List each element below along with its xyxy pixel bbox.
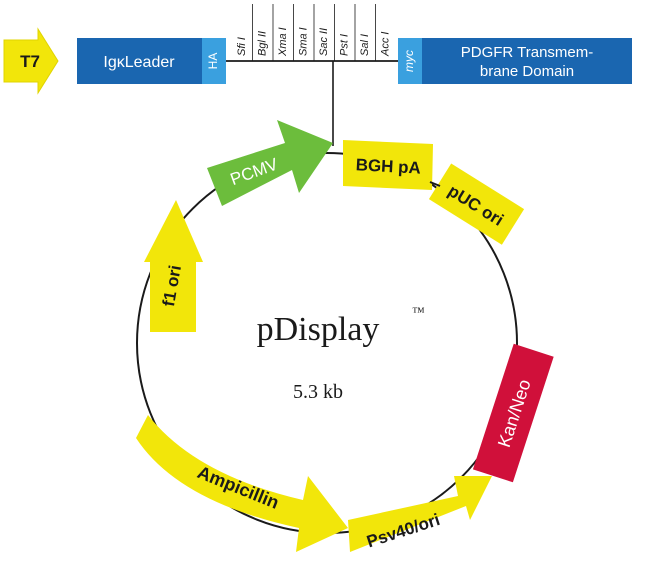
restriction-site-label: Bgl II [256,31,268,56]
trademark-symbol: ™ [412,304,425,319]
pcmv-feature: PCMV [207,120,333,206]
restriction-sites: Sfi I Bgl II Xma I Sma I Sac II Pst I Sal I Acc… [236,4,391,61]
pdgfr-tm-line2: brane Domain [480,63,574,80]
pcmv-arrow [207,120,333,206]
f1-ori-feature: f1 ori [144,200,203,332]
kan-neo-shape [472,343,554,483]
pdgfr-tm-line1: PDGFR Transmem- [461,44,594,61]
ampicillin-feature: Ampicillin [136,415,348,552]
myc-tag-box [398,38,422,84]
plasmid-name: pDisplay [257,311,380,348]
myc-tag-label: myc [402,50,416,72]
restriction-site-label: Xma I [277,27,289,57]
pdgfr-tm-box [422,38,632,84]
igk-leader-box [77,38,202,84]
restriction-site-label: Sal I [359,34,371,56]
igk-leader-label: IgκLeader [103,54,175,71]
bgh-pa-label: BGH pA [355,155,421,177]
ampicillin-arrow [136,415,348,552]
psv40-ori-feature: Psv40/ori [348,476,492,552]
kan-neo-feature: Kan/Neo [472,343,554,483]
t7-arrow [3,27,59,95]
puc-ori-shape [428,163,525,245]
ha-tag-label: HA [206,53,220,70]
plasmid-size: 5.3 kb [293,381,343,403]
t7-label: T7 [20,52,40,71]
restriction-site-label: Acc I [379,32,391,57]
ha-tag-box [202,38,226,84]
cassette: T7 IgκLeader HA Sfi I Bgl II Xma I Sma I Sac… [3,4,632,146]
f1-ori-arrow [144,200,203,332]
psv40-ori-arrow [348,476,492,552]
puc-dash [429,181,441,187]
restriction-site-label: Sac II [318,28,330,56]
restriction-site-label: Sma I [297,27,309,56]
bgh-pa-feature: BGH pA [343,140,433,190]
bgh-pa-shape [343,140,433,190]
restriction-site-label: Pst I [338,34,350,56]
puc-ori-feature: pUC ori [428,163,525,245]
restriction-site-label: Sfi I [236,37,248,56]
